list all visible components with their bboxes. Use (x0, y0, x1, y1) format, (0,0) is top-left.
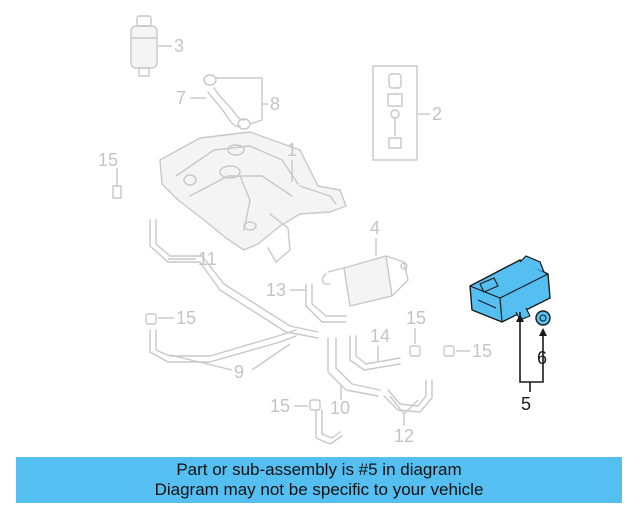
callout-15-d: 15 (472, 341, 492, 361)
callout-15-a: 15 (98, 150, 118, 170)
leader-9 (169, 354, 233, 371)
parts-diagram: 3 7 8 2 1 15 (98, 15, 551, 446)
callout-8: 8 (270, 94, 280, 114)
callout-11: 11 (198, 249, 217, 269)
callout-12: 12 (394, 426, 414, 446)
callout-15-b: 15 (176, 308, 196, 328)
callout-7: 7 (176, 88, 186, 108)
part-14-hose[interactable] (349, 335, 401, 371)
callout-6: 6 (537, 348, 547, 368)
banner-line-2: Diagram may not be specific to your vehi… (154, 480, 484, 499)
callout-14: 14 (370, 326, 390, 346)
arrow-5-icon (516, 314, 524, 322)
part-5-canister-assembly[interactable] (469, 255, 551, 323)
part-10-hose[interactable] (315, 337, 381, 445)
part-11-hose[interactable] (149, 219, 319, 339)
part-9-hose[interactable] (149, 329, 297, 363)
callout-1: 1 (287, 140, 297, 160)
callout-13: 13 (266, 280, 286, 300)
callout-9: 9 (234, 362, 244, 382)
callout-10: 10 (330, 398, 350, 418)
banner-line-1: Part or sub-assembly is #5 in diagram (176, 460, 462, 479)
leader-12 (389, 395, 419, 426)
part-12-hose[interactable] (383, 379, 433, 413)
callout-3: 3 (174, 36, 184, 56)
callout-2: 2 (432, 104, 442, 124)
callout-15-e: 15 (270, 396, 290, 416)
part-13-hose[interactable] (305, 283, 347, 323)
part-15-bolt-a[interactable] (112, 177, 122, 199)
info-banner: Part or sub-assembly is #5 in diagram Di… (16, 457, 622, 503)
leader-5 (519, 312, 544, 383)
callout-15-c: 15 (406, 308, 426, 328)
leader-9b (251, 343, 291, 371)
part-15-bolt-e[interactable] (309, 399, 321, 411)
part-1-subframe[interactable] (159, 131, 347, 263)
leader-8 (216, 77, 268, 125)
part-8-clamps[interactable] (203, 74, 251, 130)
callout-5: 5 (521, 394, 531, 414)
callout-4: 4 (370, 218, 380, 238)
part-6-grommet[interactable] (535, 310, 551, 326)
part-15-bolt-d[interactable] (443, 345, 455, 357)
part-15-bolt-b[interactable] (145, 313, 157, 325)
arrow-6-icon (539, 328, 547, 336)
part-2-mount-kit[interactable] (372, 65, 418, 161)
part-3-filter[interactable] (130, 15, 158, 77)
part-15-bolt-c[interactable] (409, 345, 421, 357)
part-4-bracket[interactable] (321, 255, 409, 307)
